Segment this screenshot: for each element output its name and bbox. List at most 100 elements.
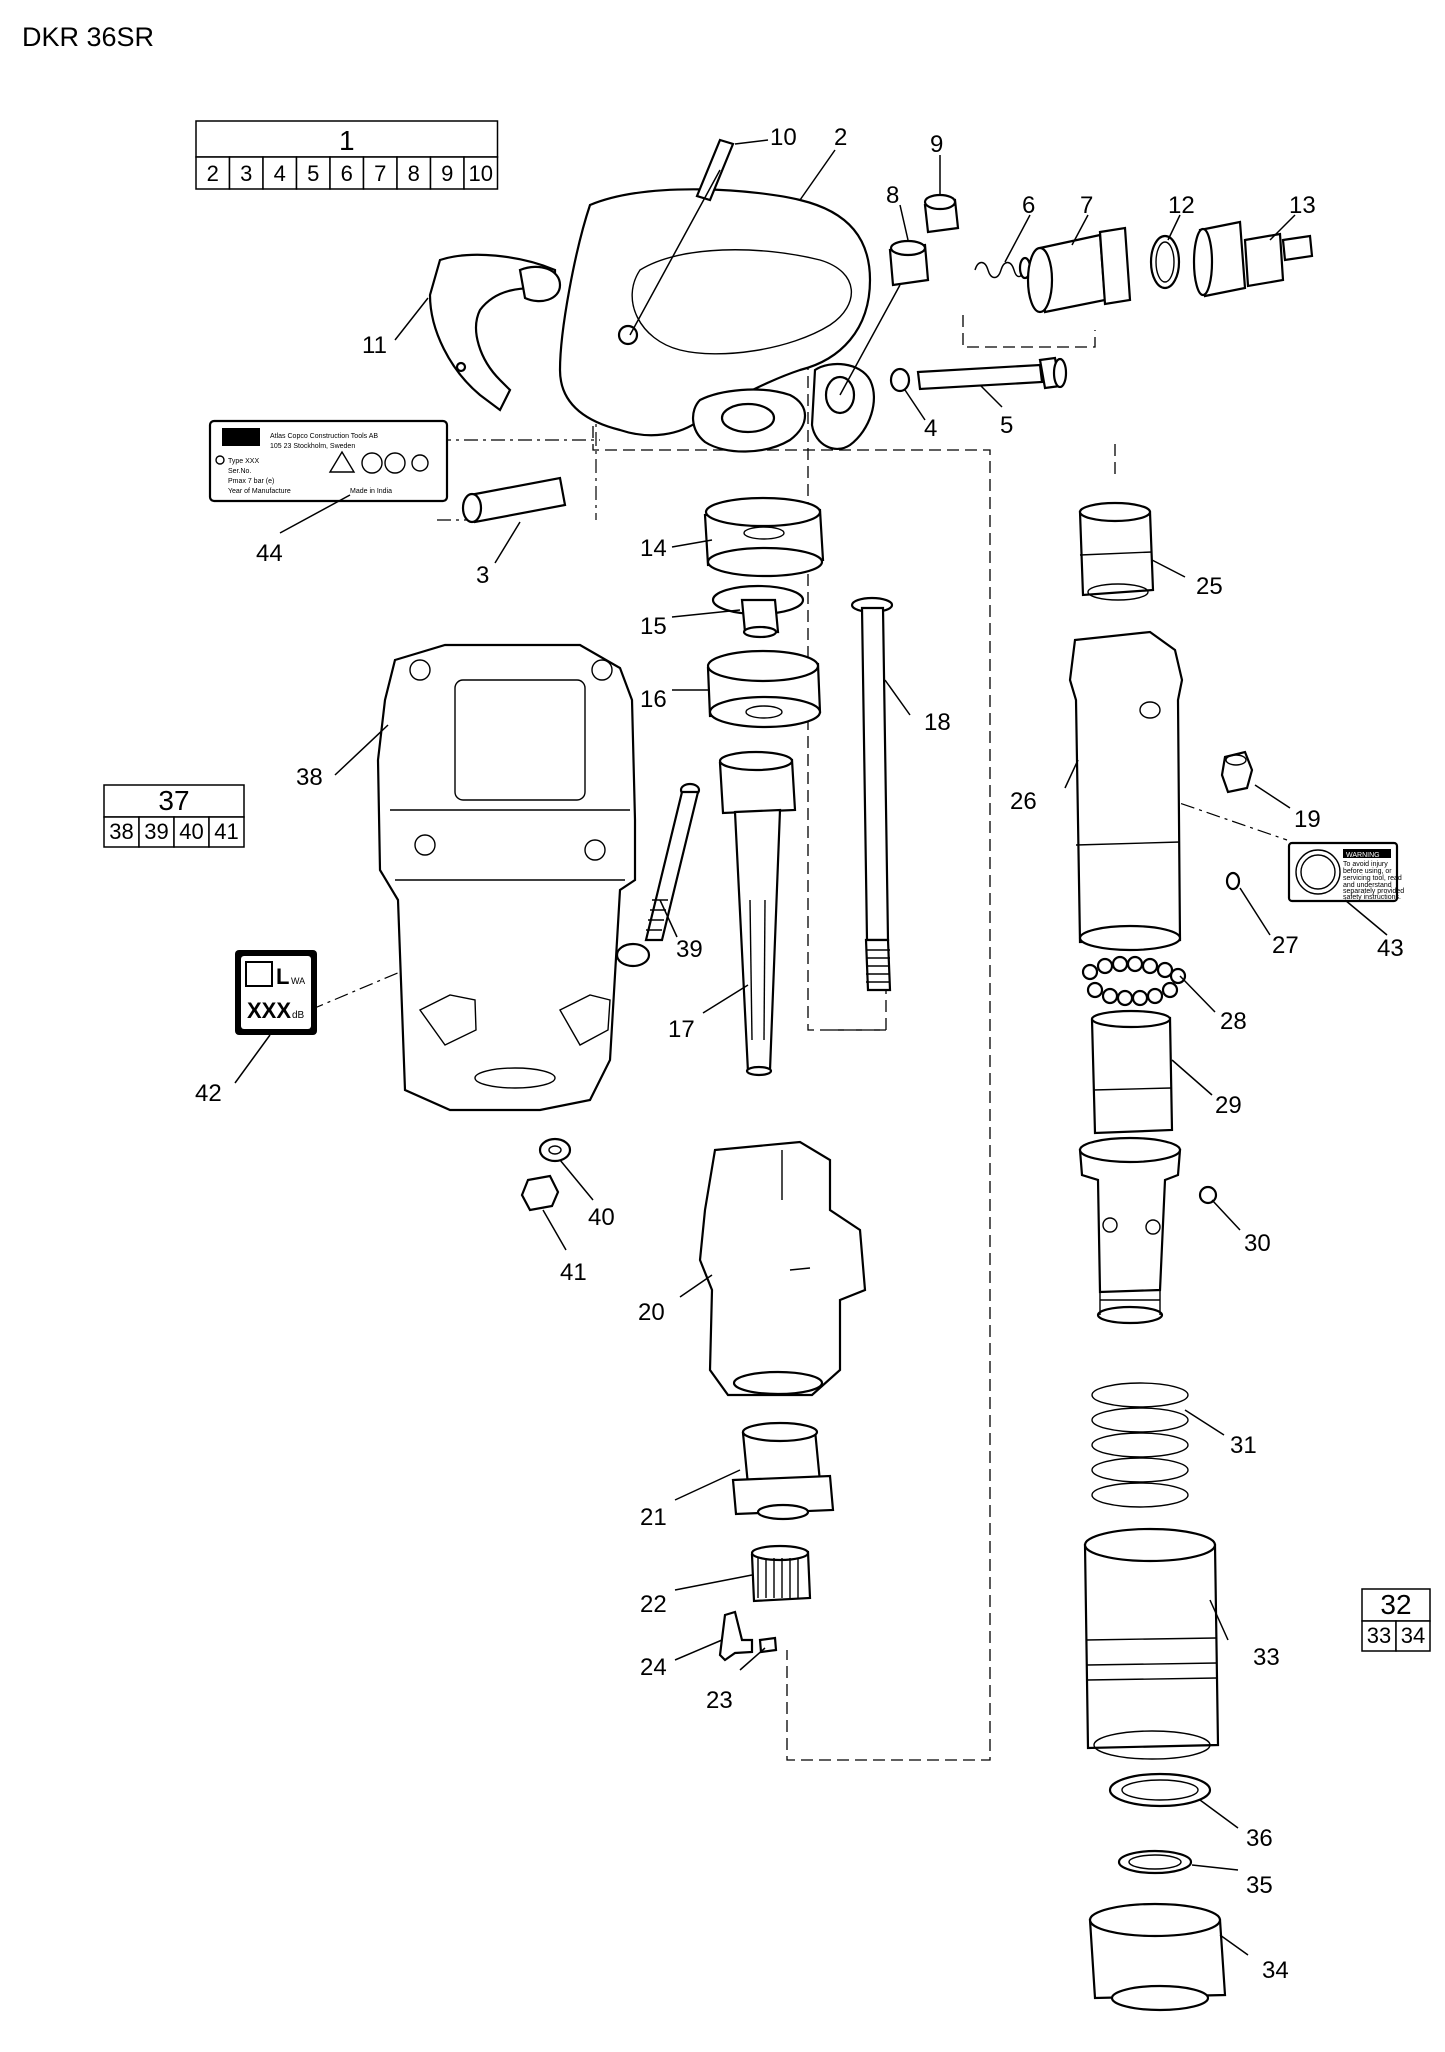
buffer-cap-34 — [1088, 1902, 1227, 2012]
callout-31: 31 — [1230, 1432, 1257, 1459]
callout-26: 26 — [1010, 788, 1037, 815]
cylinder-26 — [1068, 630, 1184, 952]
callout-9: 9 — [930, 131, 943, 158]
callout-6: 6 — [1022, 192, 1035, 219]
warning-heading: WARNING — [1346, 852, 1380, 859]
tie-rod-18 — [850, 596, 894, 992]
kit-table-main-number: 32 — [1380, 1589, 1411, 1620]
warning-line-6: safety instructions. — [1343, 894, 1401, 901]
cylinder-head-14 — [703, 496, 825, 578]
kit-table-part-number: 8 — [408, 161, 420, 186]
callout-10: 10 — [770, 124, 797, 151]
warning-line-2: before using, or — [1343, 868, 1392, 875]
callout-13: 13 — [1289, 192, 1316, 219]
callout-29: 29 — [1215, 1092, 1242, 1119]
callout-38: 38 — [296, 764, 323, 791]
rating-plate-type: Type XXX — [228, 458, 259, 465]
retainer-25 — [1078, 501, 1155, 601]
callout-35: 35 — [1246, 1872, 1273, 1899]
leader-lines — [234, 139, 1388, 1956]
kit-table-part-number: 5 — [307, 161, 319, 186]
callout-43: 43 — [1377, 935, 1404, 962]
kit-table-part-number: 7 — [374, 161, 386, 186]
callout-16: 16 — [640, 686, 667, 713]
pin-10 — [695, 138, 735, 202]
ratchet-gear-22 — [750, 1544, 812, 1603]
kit-table-part-number: 9 — [441, 161, 453, 186]
kit-table-part-number: 3 — [240, 161, 252, 186]
callout-17: 17 — [668, 1016, 695, 1043]
trigger-lever — [428, 253, 562, 412]
callout-36: 36 — [1246, 1825, 1273, 1852]
kit-table-part-number: 38 — [109, 819, 133, 844]
rating-plate: Atlas Copco Construction Tools AB 105 23… — [208, 419, 449, 503]
balls-28 — [1081, 955, 1187, 1007]
callout-23: 23 — [706, 1687, 733, 1714]
callout-2: 2 — [834, 124, 847, 151]
front-head-20 — [698, 1140, 867, 1397]
callout-44: 44 — [256, 540, 283, 567]
warning-line-4: and understand — [1343, 882, 1392, 889]
callout-42: 42 — [195, 1080, 222, 1107]
valve-housing-16 — [706, 649, 822, 729]
rating-plate-address: 105 23 Stockholm, Sweden — [270, 443, 355, 450]
page-title: DKR 36SR — [22, 22, 155, 52]
rating-plate-pressure: Pmax 7 bar (e) — [228, 478, 274, 485]
callout-24: 24 — [640, 1654, 667, 1681]
circlip-35 — [1117, 1849, 1193, 1875]
callout-28: 28 — [1220, 1008, 1247, 1035]
callout-19: 19 — [1294, 806, 1321, 833]
piston-17 — [718, 750, 797, 1077]
warning-line-1: To avoid injury — [1343, 861, 1388, 868]
warning-line-5: separately provided — [1343, 888, 1404, 895]
callout-7: 7 — [1080, 192, 1093, 219]
valve-disc-15 — [711, 584, 805, 639]
callout-34: 34 — [1262, 1957, 1289, 1984]
kit-table-part-number: 10 — [469, 161, 493, 186]
kit-table-part-number: 34 — [1401, 1623, 1425, 1648]
callout-41: 41 — [560, 1259, 587, 1286]
callout-numbers: 10 2 9 8 6 7 12 13 11 4 5 44 3 14 15 16 … — [195, 124, 1404, 1984]
callout-27: 27 — [1272, 932, 1299, 959]
callout-11: 11 — [362, 332, 387, 359]
callout-14: 14 — [640, 535, 667, 562]
handle-housing — [558, 188, 875, 453]
chuck-nut-21 — [731, 1421, 835, 1521]
rating-plate-brand: Atlas Copco Construction Tools AB — [270, 433, 378, 440]
washer-40-nut-41 — [520, 1137, 572, 1212]
kit-table-part-number: 40 — [179, 819, 203, 844]
pawl-24-and-screw-23 — [718, 1610, 778, 1662]
callout-15: 15 — [640, 613, 667, 640]
callout-5: 5 — [1000, 412, 1013, 439]
callout-30: 30 — [1244, 1230, 1271, 1257]
callout-25: 25 — [1196, 573, 1223, 600]
callout-21: 21 — [640, 1504, 667, 1531]
noise-label-symbol: L — [276, 964, 289, 989]
bolt-39 — [615, 782, 701, 968]
kit-table-main-number: 37 — [158, 785, 189, 816]
motor-housing-38 — [376, 643, 637, 1112]
kit-table-main-number: 1 — [339, 125, 355, 156]
warning-label: WARNING To avoid injury before using, or… — [1287, 841, 1404, 903]
inlet-bushing-7 — [1026, 226, 1132, 314]
kit-table-part-number: 41 — [214, 819, 238, 844]
nut-19 — [1220, 750, 1254, 794]
noise-label-sub: WA — [291, 976, 305, 986]
callout-4: 4 — [924, 415, 937, 442]
callout-20: 20 — [638, 1299, 665, 1326]
callout-12: 12 — [1168, 192, 1195, 219]
spring-31 — [1091, 1382, 1189, 1508]
chuck-30 — [1078, 1136, 1218, 1325]
rotation-sleeve-29 — [1090, 1009, 1174, 1135]
kit-table-part-number: 33 — [1367, 1623, 1391, 1648]
callout-40: 40 — [588, 1204, 615, 1231]
callout-8: 8 — [886, 182, 899, 209]
callout-39: 39 — [676, 936, 703, 963]
noise-label-value: XXX — [247, 998, 291, 1023]
noise-label-unit: dB — [292, 1010, 305, 1021]
hose-nipple-13 — [1192, 220, 1314, 298]
